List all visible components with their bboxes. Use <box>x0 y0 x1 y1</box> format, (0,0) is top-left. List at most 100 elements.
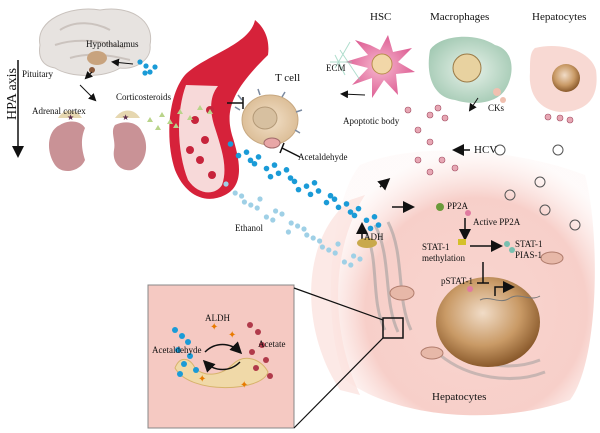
ethanol-molecule <box>319 244 325 250</box>
acetaldehyde-molecule <box>247 157 254 164</box>
stat1-pias-label-1: STAT-1 <box>515 239 543 249</box>
molecule-dots <box>137 59 382 379</box>
acetaldehyde-molecule <box>263 165 270 172</box>
svg-text:✦: ✦ <box>198 374 206 385</box>
acetaldehyde-molecule <box>371 214 378 220</box>
svg-text:★: ★ <box>122 113 129 122</box>
pituitary-label: Pituitary <box>22 69 53 79</box>
red-blood-cell <box>196 156 204 164</box>
macrophage-cell <box>428 36 512 103</box>
svg-text:✦: ✦ <box>240 380 248 391</box>
kidneys: ★ ★ <box>48 110 147 172</box>
acetaldehyde-molecule <box>311 179 318 186</box>
active-pp2a-label: Active PP2A <box>473 217 521 227</box>
svg-text:★: ★ <box>67 113 74 122</box>
acetaldehyde-molecule <box>152 64 158 70</box>
svg-text:✦: ✦ <box>228 330 236 341</box>
hepatocyte-cell <box>311 150 595 416</box>
ethanol-molecule <box>254 205 260 211</box>
ethanol-molecule <box>223 181 229 187</box>
acetaldehyde-molecule <box>147 69 153 75</box>
acetaldehyde-molecule <box>303 183 310 190</box>
hepatocytes-bottom-label: Hepatocytes <box>432 391 487 403</box>
corticosteroid-molecule <box>159 112 165 117</box>
acetate-molecule <box>249 349 255 355</box>
acetaldehyde-molecule <box>367 225 374 232</box>
acetate-molecule <box>255 329 261 335</box>
acetaldehyde-molecule <box>351 212 358 219</box>
acetate-molecule <box>253 365 259 371</box>
adh-label: ADH <box>364 232 384 242</box>
corticosteroid-molecule <box>167 119 173 124</box>
acetaldehyde-molecule <box>283 167 290 173</box>
corticosteroid-molecule <box>187 115 193 120</box>
pp2a-label: PP2A <box>447 201 469 211</box>
acetaldehyde-molecule <box>172 327 178 333</box>
acetaldehyde-molecule <box>275 170 282 177</box>
t-cell <box>234 88 303 149</box>
acetaldehyde-inset-label: Acetaldehyde <box>152 345 202 355</box>
aldh-label: ALDH <box>205 313 230 323</box>
acetaldehyde-molecule <box>287 175 294 181</box>
ethanol-molecule <box>248 202 254 208</box>
apoptotic-body-label: Apoptotic body <box>343 116 400 126</box>
acetaldehyde-molecule <box>179 333 185 339</box>
stat1-methylation-label-1: STAT-1 <box>422 242 450 252</box>
acetaldehyde-molecule <box>267 173 274 180</box>
corticosteroid-molecule <box>197 105 203 110</box>
acetaldehyde-molecule <box>347 209 354 215</box>
ethanol-molecule <box>295 223 301 229</box>
ethanol-molecule <box>348 262 354 268</box>
acetaldehyde-molecule <box>315 188 322 194</box>
zoom-box <box>382 317 404 339</box>
acetaldehyde-molecule <box>295 186 302 193</box>
hcv-label: HCV <box>474 144 498 156</box>
acetaldehyde-molecule <box>335 204 342 211</box>
acetaldehyde-molecule <box>142 70 148 76</box>
red-blood-cell <box>191 116 199 124</box>
ethanol-molecule <box>332 250 338 256</box>
hsc-label: HSC <box>370 11 392 23</box>
acetate-molecule <box>263 357 269 363</box>
stat1-methylation-marker <box>458 239 466 245</box>
ethanol-label: Ethanol <box>235 223 263 233</box>
red-blood-cell <box>186 146 194 154</box>
corticosteroid-molecule <box>155 125 161 130</box>
ethanol-molecule <box>357 256 363 262</box>
pstat1-label: pSTAT-1 <box>441 276 473 286</box>
ethanol-molecule <box>317 238 323 244</box>
ethanol-molecule <box>288 220 294 226</box>
hcv-viruses <box>494 144 581 231</box>
red-blood-cell <box>208 171 216 179</box>
ethanol-molecule <box>341 259 347 265</box>
acetaldehyde-molecule <box>327 192 334 199</box>
acetaldehyde-molecule <box>323 199 330 206</box>
top-hepatocyte <box>529 46 597 112</box>
hsc-cell <box>330 35 415 98</box>
acetaldehyde-molecule <box>343 201 350 207</box>
ethanol-molecule <box>304 232 310 238</box>
acetaldehyde-molecule <box>255 154 262 160</box>
acetate-molecule <box>259 342 265 348</box>
pink-molecules <box>404 104 574 176</box>
stat1-methylation-label-2: methylation <box>422 253 465 263</box>
acetaldehyde-molecule <box>291 178 298 185</box>
ethanol-molecule <box>335 241 341 247</box>
acetaldehyde-molecule <box>363 217 370 224</box>
stat1-pias-label-2: PIAS-1 <box>515 250 543 260</box>
ethanol-molecule <box>301 226 307 232</box>
acetaldehyde-molecule <box>143 63 149 69</box>
acetaldehyde-molecule <box>227 141 234 147</box>
acetaldehyde-molecule <box>193 367 199 373</box>
adh-enzyme <box>357 238 377 248</box>
acetaldehyde-molecule <box>181 361 187 367</box>
brain <box>39 8 152 76</box>
acetaldehyde-molecule <box>177 371 183 377</box>
acetate-label: Acetate <box>258 339 286 349</box>
corticosteroid-molecule <box>207 109 213 114</box>
acetate-molecule <box>247 322 253 328</box>
ethanol-molecule <box>241 199 247 205</box>
hypothalamus-label: Hypothalamus <box>86 39 139 49</box>
acetaldehyde-molecule <box>185 339 191 345</box>
